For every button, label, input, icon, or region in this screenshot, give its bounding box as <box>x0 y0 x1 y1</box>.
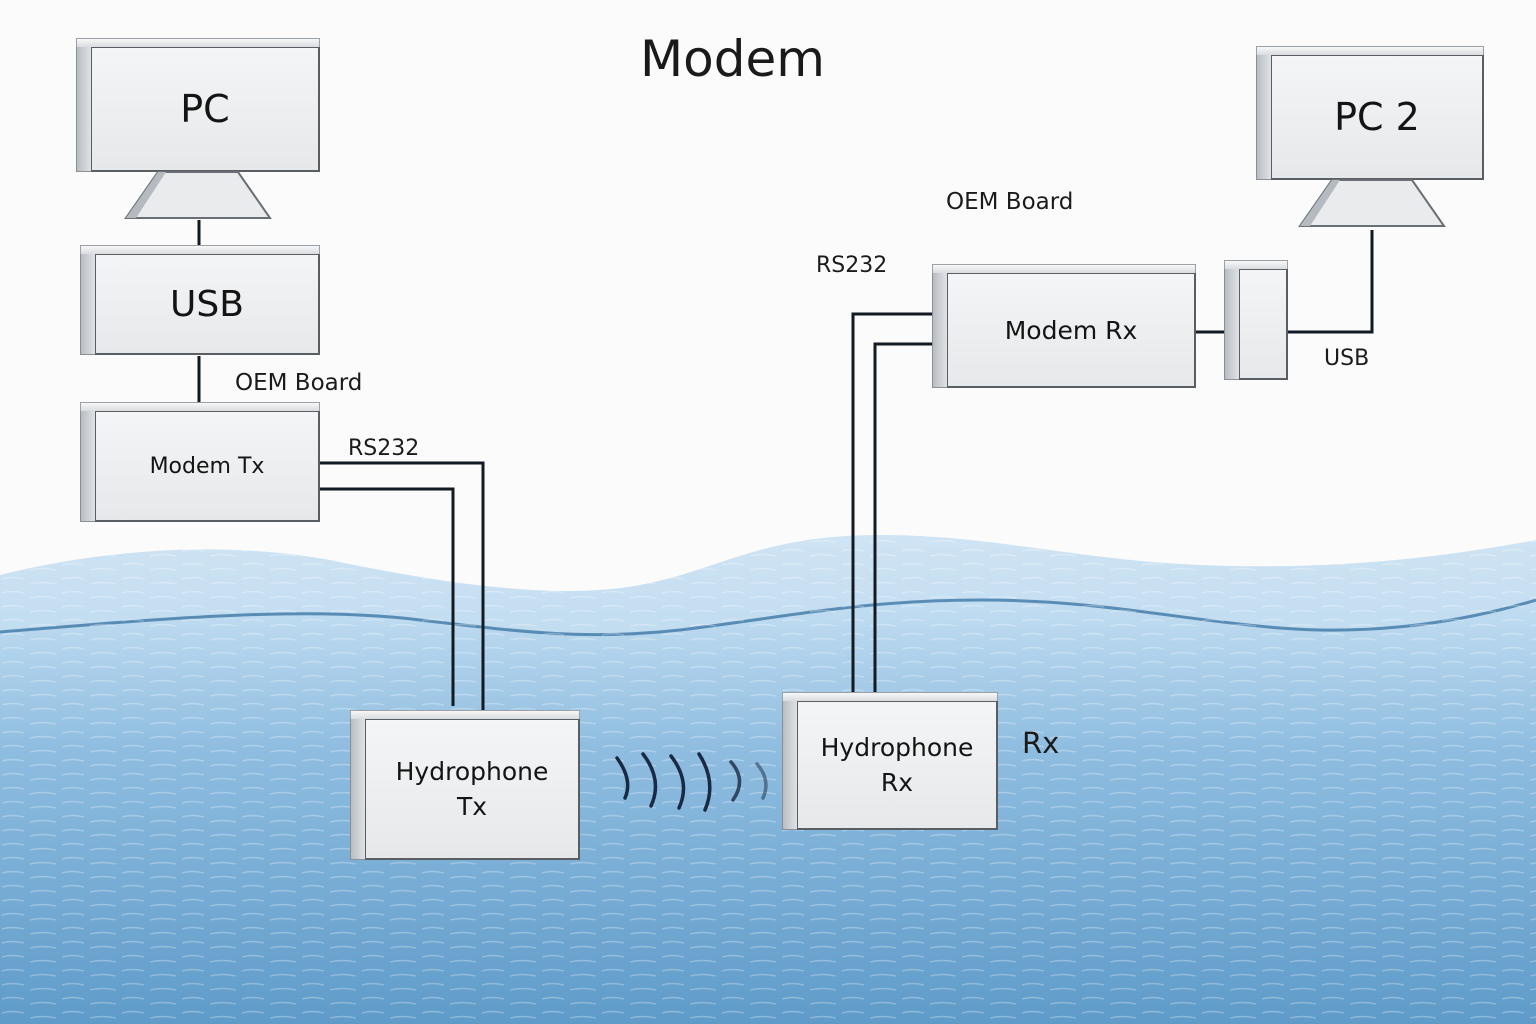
signal-arc-2 <box>641 752 658 808</box>
pc2-label: PC 2 <box>1334 95 1420 139</box>
hydrophone-tx-box: Hydrophone Tx <box>350 710 580 860</box>
pc-label: PC <box>180 87 230 131</box>
monitor-icon <box>124 171 272 219</box>
hydrophone-rx-box: Hydrophone Rx <box>782 692 998 830</box>
rs232-tx-label: RS232 <box>348 436 420 461</box>
signal-arc-4 <box>697 752 712 812</box>
usb-box: USB <box>80 245 320 355</box>
modem-rx-label: Modem Rx <box>1004 315 1138 345</box>
usb-rx-label: USB <box>1324 346 1370 371</box>
modem-tx-box: Modem Tx <box>80 402 320 522</box>
water-ripples <box>0 540 1536 1024</box>
wire-rs232-tx-2 <box>320 487 455 706</box>
acoustic-wave-icon <box>615 752 768 812</box>
modem-rx-box: Modem Rx <box>932 264 1196 388</box>
usb-label: USB <box>170 283 244 325</box>
pc-monitor: PC <box>76 38 320 172</box>
rs232-rx-label: RS232 <box>816 253 888 278</box>
modem-tx-label: Modem Tx <box>149 453 265 479</box>
oem-board-tx-label: OEM Board <box>235 370 363 396</box>
wire-rs232-rx-1 <box>851 312 945 692</box>
hydrophone-rx-sublabel: Rx <box>880 768 914 797</box>
pc2-monitor: PC 2 <box>1256 46 1484 180</box>
hydrophone-rx-label: Hydrophone <box>820 733 974 762</box>
signal-arc-6 <box>755 762 768 800</box>
diagram-title: Modem <box>640 30 825 88</box>
wire-rs232-tx-1 <box>320 461 485 718</box>
monitor-icon <box>1298 179 1446 227</box>
usb-adapter-icon <box>1224 260 1288 380</box>
hydrophone-tx-label: Hydrophone <box>395 757 549 786</box>
hydrophone-tx-sublabel: Tx <box>456 792 488 821</box>
wire-adapter-pc2 <box>1288 230 1374 334</box>
wire-rs232-rx-2 <box>873 342 945 706</box>
signal-arc-3 <box>669 754 686 810</box>
rx-side-label: Rx <box>1022 726 1060 760</box>
signal-arc-1 <box>615 756 630 800</box>
signal-arc-5 <box>729 760 742 802</box>
oem-board-rx-label: OEM Board <box>946 189 1074 215</box>
